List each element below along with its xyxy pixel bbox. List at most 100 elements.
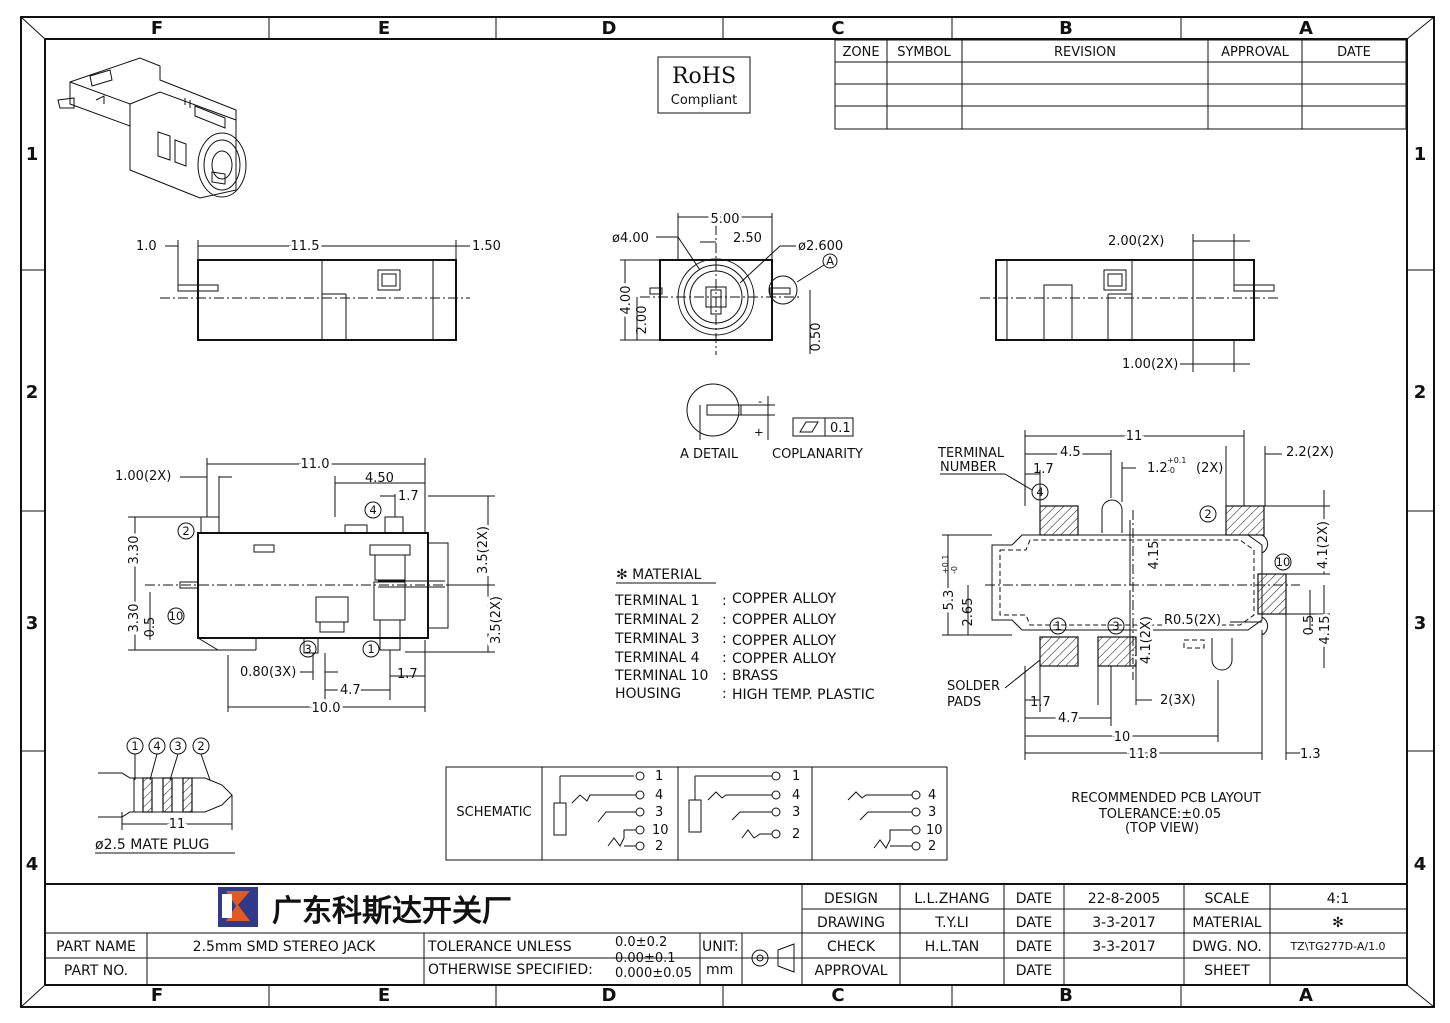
zone-number-right: 2: [1414, 382, 1427, 403]
pcb-caption-2: TOLERANCE:±0.05: [1098, 807, 1221, 822]
design-name: L.L.ZHANG: [914, 891, 990, 907]
detail-minus: -: [758, 394, 762, 408]
tolerance-value-1: 0.0±0.2: [615, 935, 667, 950]
sch3-pin-4: 4: [928, 788, 936, 803]
date-value-3: 3-3-2017: [1092, 939, 1156, 955]
plug-length: 11: [169, 817, 186, 832]
material-value-5: BRASS: [732, 668, 778, 684]
date-label-1: DATE: [1016, 891, 1052, 907]
material-list: ✻ MATERIAL TERMINAL 1:COPPER ALLOY TERMI…: [614, 567, 875, 703]
terminal-number-label-2: NUMBER: [940, 460, 997, 475]
dim-front-dia-2-600: ø2.600: [798, 239, 843, 254]
mate-plug: 11 1 4 3 2 ø2.5 MATE PLUG: [95, 737, 235, 854]
revision-table: ZONE SYMBOL REVISION APPROVAL DATE: [834, 39, 1407, 130]
zone-letter-top: E: [378, 18, 390, 39]
frame: [20, 16, 1435, 1008]
dim-pcb-0-5: 0.5: [1302, 615, 1317, 636]
revision-header-approval: APPROVAL: [1221, 45, 1290, 60]
svg-text::: :: [722, 686, 727, 702]
dim-pcb-4-1-right: 4.1(2X): [1316, 521, 1331, 569]
dim-top-1-7b: 1.7: [397, 667, 418, 682]
pcb-term-2: 2: [1204, 507, 1211, 521]
dim-top-4-7: 4.7: [340, 683, 361, 698]
zone-letter-bottom: E: [378, 985, 390, 1006]
dim-pcb-1-2-plus: +0.1: [1167, 456, 1186, 465]
dim-pcb-5-3: 5.3: [942, 590, 957, 611]
sch1-pin-1: 1: [655, 769, 663, 784]
sch2-pin-3: 3: [792, 805, 800, 820]
terminal-number-label-1: TERMINAL: [937, 446, 1005, 461]
zone-letter-bottom: C: [831, 985, 844, 1006]
zone-number-left: 3: [26, 613, 39, 634]
dim-side-1-50: 1.50: [472, 239, 501, 254]
dim-front-4-00: 4.00: [619, 286, 634, 315]
coplanarity-label: COPLANARITY: [772, 447, 863, 462]
zone-letter-top: F: [151, 18, 163, 39]
tolerance-value-3: 0.000±0.05: [615, 966, 692, 981]
zone-number-left: 4: [26, 854, 39, 875]
sch1-pin-4: 4: [655, 788, 663, 803]
dim-top-3-30a: 3.30: [127, 536, 142, 565]
title-block: 广东科斯达开关厂 DESIGN L.L.ZHANG DATE 22-8-2005…: [44, 883, 1408, 986]
material-value-2: COPPER ALLOY: [732, 612, 837, 628]
material-value-3: COPPER ALLOY: [732, 633, 837, 649]
material-label: MATERIAL: [1192, 915, 1261, 931]
pcb-term-3: 3: [1112, 619, 1119, 633]
dim-front-0-50: 0.50: [809, 323, 824, 352]
rohs-logo: RoHS Compliant: [657, 56, 751, 114]
sch1-pin-3: 3: [655, 805, 663, 820]
zone-letter-bottom: B: [1059, 985, 1073, 1006]
dwg-no-label: DWG. NO.: [1192, 939, 1262, 955]
dim-front-2-50: 2.50: [733, 231, 762, 246]
dim-top-1-7a: 1.7: [398, 489, 419, 504]
sch3-pin-10: 10: [926, 823, 943, 838]
date-value-2: 3-3-2017: [1092, 915, 1156, 931]
material-title: ✻ MATERIAL: [616, 567, 702, 583]
svg-text::: :: [722, 631, 727, 647]
dim-pcb-5-3-plus: +0.1: [941, 555, 950, 574]
svg-text::: :: [722, 650, 727, 666]
term-top-1: 1: [367, 642, 374, 656]
material-value-6: HIGH TEMP. PLASTIC: [732, 687, 875, 703]
svg-text::: :: [722, 668, 727, 684]
unit-value: mm: [706, 962, 733, 978]
dim-pcb-4-5: 4.5: [1060, 445, 1081, 460]
material-value-4: COPPER ALLOY: [732, 651, 837, 667]
tolerance-line-1: TOLERANCE UNLESS: [427, 939, 572, 955]
pcb-caption-3: (TOP VIEW): [1125, 821, 1199, 836]
material-name-3: TERMINAL 3: [614, 631, 700, 647]
pcb-term-10: 10: [1276, 555, 1291, 569]
company-logo: [218, 887, 258, 927]
plug-ring-4: 4: [153, 739, 160, 753]
zone-letter-bottom: F: [151, 985, 163, 1006]
term-top-4: 4: [369, 503, 376, 517]
revision-header-symbol: SYMBOL: [897, 45, 951, 60]
rohs-title: RoHS: [672, 64, 736, 89]
dim-pcb-4-1-bottom: 4.1(2X): [1139, 616, 1154, 664]
scale-label: SCALE: [1205, 891, 1250, 907]
rohs-subtitle: Compliant: [671, 93, 737, 108]
projection-icon: [748, 943, 797, 973]
revision-header-revision: REVISION: [1054, 45, 1116, 60]
svg-text::: :: [722, 593, 727, 609]
tolerance-value-2: 0.00±0.1: [615, 951, 676, 966]
date-label-2: DATE: [1016, 915, 1052, 931]
zone-letter-bottom: D: [602, 985, 617, 1006]
a-detail: - + 0.1 A DETAIL COPLANARITY: [680, 383, 863, 462]
material-value: ✻: [1332, 915, 1344, 931]
svg-text::: :: [722, 612, 727, 628]
term-top-2: 2: [182, 524, 189, 538]
zone-letters: F E D C B A F E D C B A 1 2 3 4 1 2 3 4: [26, 18, 1427, 1006]
material-name-6: HOUSING: [615, 686, 681, 702]
zone-letter-top: C: [831, 18, 844, 39]
check-label: CHECK: [827, 939, 876, 955]
date-label-4: DATE: [1016, 963, 1052, 979]
dim-pcb-2-2: 2.2(2X): [1286, 445, 1334, 460]
zone-letter-bottom: A: [1299, 985, 1313, 1006]
material-name-2: TERMINAL 2: [614, 612, 700, 628]
front-view: A 5.00 ø4.00 2.50 ø2.600 4.00 2.00 0.50: [612, 209, 843, 355]
dim-pcb-11-8: 11.8: [1129, 747, 1158, 762]
term-top-10: 10: [169, 609, 184, 623]
plug-ring-3: 3: [174, 739, 181, 753]
plug-ring-2: 2: [197, 739, 204, 753]
